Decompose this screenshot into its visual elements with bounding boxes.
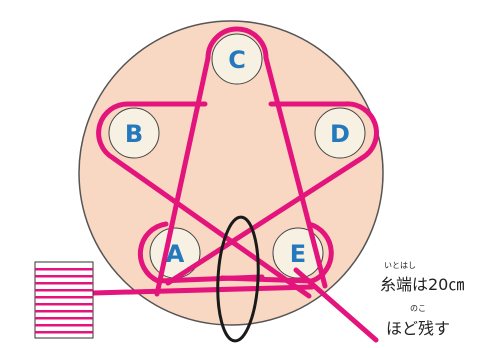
peg-b: B [109,108,159,158]
note-line2-ruby: のこ [410,304,426,313]
note-line1-ruby: いとはし [384,261,416,270]
peg-c: C [212,34,262,84]
thread-spool [35,262,93,338]
peg-d: D [315,108,365,158]
note-line2: ほど残す [386,319,450,338]
svg-text:C: C [228,46,246,74]
svg-text:B: B [125,120,143,148]
peg-a: A [150,228,200,278]
svg-text:D: D [330,120,350,148]
thread-end-note: いとはし 糸端は20㎝ のこ ほど残す [380,261,464,338]
svg-text:E: E [290,240,306,268]
note-line1: 糸端は20㎝ [380,275,464,294]
